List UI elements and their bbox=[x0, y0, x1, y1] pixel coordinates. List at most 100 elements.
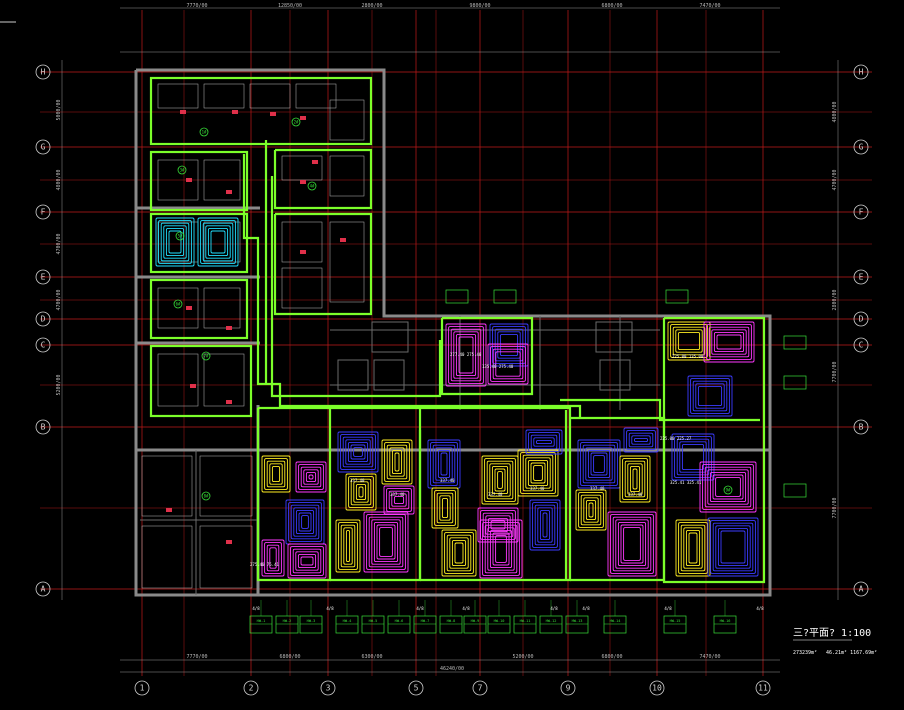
grid-bubble-col-5 bbox=[408, 680, 424, 696]
coil-blue bbox=[717, 527, 749, 567]
coil-blue bbox=[681, 443, 705, 471]
room-outline bbox=[203, 159, 241, 201]
grid-bubble-col-label-5: 5 bbox=[414, 684, 419, 693]
label-box bbox=[783, 375, 807, 390]
zone-outlines bbox=[149, 76, 766, 584]
fixture-mark bbox=[226, 400, 232, 404]
coil-magenta bbox=[704, 466, 752, 508]
grid-bubble-row-F-left bbox=[35, 204, 51, 220]
coil-yellow bbox=[441, 497, 449, 519]
riser-label-0: 4/8 bbox=[252, 606, 260, 611]
coil-blue bbox=[533, 437, 555, 447]
coil-magenta bbox=[610, 514, 654, 574]
coil-cyan bbox=[168, 230, 182, 254]
coil-magenta bbox=[709, 471, 747, 503]
coil-magenta bbox=[388, 490, 410, 510]
dim-bottom-5: 7470/00 bbox=[699, 654, 720, 660]
area-note-a: 273239m² bbox=[793, 650, 817, 656]
coil-blue bbox=[690, 378, 730, 414]
coil-magenta bbox=[287, 543, 327, 579]
coil-yellow bbox=[530, 462, 546, 484]
coil-magenta bbox=[448, 326, 484, 384]
coil-magenta bbox=[453, 331, 479, 379]
coil-yellow bbox=[520, 452, 556, 494]
coil-yellow bbox=[494, 468, 506, 492]
coil-yellow bbox=[345, 473, 377, 511]
zone-marker-label-6: 6# bbox=[176, 302, 181, 307]
coil-yellow bbox=[439, 495, 451, 521]
fixture-mark bbox=[226, 326, 232, 330]
room-outline bbox=[157, 287, 199, 329]
outer-wall-north-wing bbox=[134, 68, 772, 597]
coil-magenta bbox=[490, 346, 526, 382]
coil-yellow bbox=[381, 439, 413, 485]
coil-blue bbox=[494, 328, 524, 362]
coil-magenta bbox=[269, 547, 277, 569]
coil-cyan bbox=[163, 225, 187, 259]
coil-magenta bbox=[393, 495, 405, 505]
coil-yellow bbox=[394, 452, 400, 472]
coil-magenta bbox=[373, 521, 399, 563]
coil-magenta bbox=[708, 326, 750, 358]
coil-yellow bbox=[525, 457, 551, 489]
manifold-tag-label: HW-13 bbox=[572, 619, 583, 623]
coil-blue bbox=[695, 383, 725, 409]
grid-bubble-row-A-right bbox=[853, 581, 869, 597]
fixture-mark bbox=[340, 238, 346, 242]
coil-magenta bbox=[623, 527, 641, 561]
grid-bubble-row-F-right bbox=[853, 204, 869, 220]
dim-bottom-4: 6800/00 bbox=[601, 654, 622, 660]
coil-magenta bbox=[297, 553, 317, 569]
coil-blue bbox=[529, 499, 561, 551]
grid-bubble-col-11 bbox=[755, 680, 771, 696]
grid-bubble-col-9 bbox=[560, 680, 576, 696]
coil-magenta bbox=[492, 532, 510, 566]
coil-yellow bbox=[338, 522, 358, 570]
fixture-mark bbox=[300, 250, 306, 254]
coil-yellow bbox=[343, 527, 353, 565]
manifold-tag-label: HW-6 bbox=[395, 619, 404, 623]
grid-bubble-row-label-H: H bbox=[859, 68, 864, 77]
coil-yellow bbox=[527, 459, 549, 487]
room-outline bbox=[329, 155, 365, 197]
pipe-label-right-top: 225.00 135.00 bbox=[672, 354, 704, 359]
manifold-tag-label: HW-16 bbox=[720, 619, 731, 623]
coil-yellow bbox=[675, 519, 711, 577]
grid-bubble-col-2 bbox=[243, 680, 259, 696]
coil-magenta bbox=[702, 464, 754, 510]
grid-bubble-row-H-right bbox=[853, 64, 869, 80]
coil-magenta bbox=[445, 323, 487, 387]
zone-outline bbox=[149, 150, 249, 212]
zone-outline bbox=[273, 212, 373, 316]
zone-outline bbox=[149, 278, 249, 340]
grid-bubble-col-label-3: 3 bbox=[326, 684, 331, 693]
zone-marker-1 bbox=[199, 127, 209, 137]
dim-right-0: 4800/00 bbox=[832, 101, 838, 122]
zone-marker-label-1: 1# bbox=[202, 130, 207, 135]
room-outline bbox=[281, 221, 323, 263]
fixture-mark bbox=[312, 160, 318, 164]
coil-magenta bbox=[703, 321, 755, 363]
coil-yellow bbox=[680, 524, 706, 572]
coil-yellow bbox=[449, 537, 469, 569]
coil-blue bbox=[298, 512, 312, 532]
pipe-label-top-b-2: 135.40 275.40 bbox=[482, 364, 514, 369]
coil-blue bbox=[542, 512, 548, 538]
coil-yellow bbox=[497, 471, 503, 489]
room-outline bbox=[203, 83, 245, 109]
fixture-mark bbox=[180, 110, 186, 114]
label-box bbox=[665, 289, 689, 304]
lift bbox=[599, 359, 631, 391]
coil-yellow bbox=[678, 522, 708, 574]
grid-bubble-row-D-right bbox=[853, 311, 869, 327]
coil-blue bbox=[497, 331, 521, 359]
grid-bubble-row-label-G: G bbox=[41, 143, 46, 152]
coil-yellow bbox=[585, 499, 597, 521]
grid-bubble-row-label-A: A bbox=[41, 585, 46, 594]
coil-blue bbox=[679, 441, 707, 473]
grid-bubble-row-label-D: D bbox=[859, 315, 864, 324]
coil-yellow bbox=[264, 458, 288, 490]
coil-blue bbox=[295, 509, 315, 535]
